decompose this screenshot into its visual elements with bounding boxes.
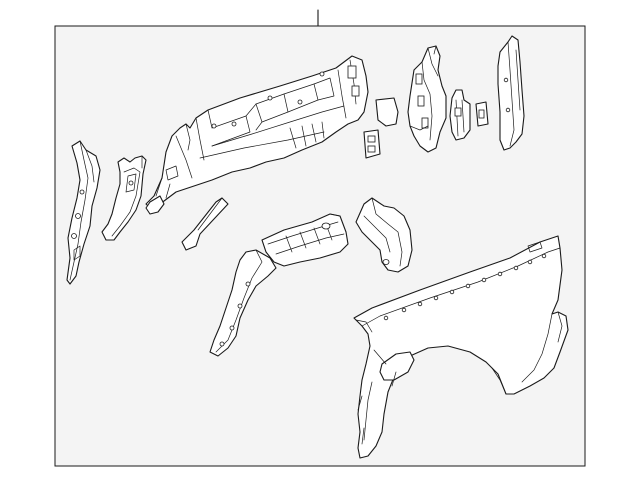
outer-side-panel bbox=[353, 235, 569, 459]
small-plate bbox=[363, 97, 399, 159]
wheelhouse-inner-panel bbox=[261, 213, 349, 267]
inner-side-panel bbox=[145, 55, 369, 211]
latch-bracket bbox=[475, 101, 489, 127]
front-pillar-panel bbox=[66, 140, 101, 285]
small-bracket bbox=[145, 195, 165, 215]
rear-corner-pillar bbox=[497, 35, 525, 151]
wheelhouse-rear-bracket bbox=[355, 197, 413, 273]
strap-brace bbox=[181, 197, 229, 251]
front-inner-bracket bbox=[101, 155, 147, 241]
tab-bracket bbox=[449, 89, 471, 141]
rear-pillar-assembly bbox=[407, 45, 447, 153]
flange-holes bbox=[383, 253, 547, 321]
wheelhouse-arch-brace bbox=[209, 249, 277, 357]
